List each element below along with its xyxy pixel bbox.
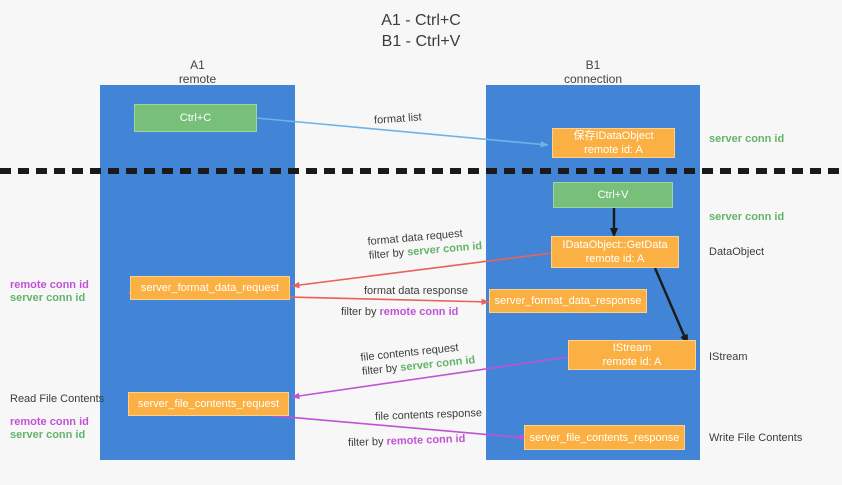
annotation-right-server-conn-id-1: server conn id — [709, 133, 785, 145]
column-a1-name: A1 — [190, 58, 205, 72]
node-save-idataobject-line1: 保存IDataObject — [573, 130, 654, 142]
node-server-format-data-request[interactable]: server_format_data_request — [130, 276, 290, 300]
edge-label-file-contents-response: file contents response — [375, 406, 482, 424]
node-ctrl-v[interactable]: Ctrl+V — [553, 182, 673, 208]
node-server-file-contents-response-label: server_file_contents_response — [529, 431, 680, 444]
edge-label-fdreq-prefix: filter by — [368, 246, 408, 262]
node-server-file-contents-response[interactable]: server_file_contents_response — [524, 425, 685, 450]
node-server-file-contents-request-label: server_file_contents_request — [137, 398, 280, 410]
annotation-left-remote-conn-id-2: remote conn id — [10, 416, 89, 428]
edge-label-format-data-request: format data request filter by server con… — [367, 225, 483, 263]
node-server-format-data-response-label: server_format_data_response — [494, 295, 642, 307]
node-istream-line1: IStream — [612, 342, 652, 354]
node-getdata-line1: IDataObject::GetData — [562, 239, 668, 251]
edge-label-format-list-line1: format list — [373, 111, 423, 127]
node-server-format-data-response[interactable]: server_format_data_response — [489, 289, 647, 313]
node-ctrl-c-label: Ctrl+C — [179, 112, 212, 124]
edge-label-fcresp-colored: remote conn id — [386, 432, 466, 448]
edge-label-format-data-response: format data response — [364, 284, 468, 298]
node-istream[interactable]: IStream remote id: A — [568, 340, 696, 370]
column-b1-name: B1 — [585, 58, 601, 72]
node-save-idataobject-line2: remote id: A — [584, 144, 643, 156]
edge-label-file-contents-response-line1: file contents response — [374, 407, 483, 423]
edge-label-fcresp-prefix: filter by — [347, 435, 387, 450]
node-idataobject-getdata[interactable]: IDataObject::GetData remote id: A — [551, 236, 679, 268]
column-a1-sub: remote — [178, 72, 217, 86]
node-ctrl-v-label: Ctrl+V — [597, 189, 629, 201]
annotation-right-server-conn-id-2: server conn id — [709, 211, 785, 223]
edge-label-fcreq-prefix: filter by — [361, 361, 401, 378]
edge-label-format-data-response-line1: format data response — [364, 285, 468, 297]
node-server-file-contents-request[interactable]: server_file_contents_request — [128, 392, 289, 416]
edge-label-file-contents-response-filter: filter by remote conn id — [348, 432, 466, 450]
annotation-left-read-file-contents: Read File Contents — [10, 393, 105, 405]
node-istream-line2: remote id: A — [602, 356, 662, 368]
annotation-left-remote-conn-id-1: remote conn id — [10, 279, 89, 291]
node-save-idataobject[interactable]: 保存IDataObject remote id: A — [552, 128, 675, 158]
title-line-2: B1 - Ctrl+V — [381, 33, 461, 50]
annotation-left-server-conn-id-2: server conn id — [10, 429, 86, 441]
edge-label-file-contents-request: file contents request filter by server c… — [360, 339, 476, 379]
column-header-b1: B1 connection — [486, 58, 700, 86]
page-title: A1 - Ctrl+C B1 - Ctrl+V — [0, 10, 842, 52]
node-ctrl-c[interactable]: Ctrl+C — [134, 104, 257, 132]
phase-separator — [0, 168, 842, 174]
annotation-left-server-conn-id-1: server conn id — [10, 292, 86, 304]
annotation-right-write-file-contents: Write File Contents — [709, 432, 803, 444]
edge-label-format-data-response-filter: filter by remote conn id — [341, 305, 458, 319]
annotation-right-dataobject: DataObject — [709, 246, 765, 258]
title-line-1: A1 - Ctrl+C — [381, 12, 461, 29]
column-b1-sub: connection — [563, 72, 623, 86]
edge-label-fdresp-colored: remote conn id — [379, 306, 459, 318]
edge-label-fdresp-prefix: filter by — [341, 306, 380, 318]
node-getdata-line2: remote id: A — [585, 253, 645, 265]
node-server-format-data-request-label: server_format_data_request — [140, 282, 280, 294]
annotation-right-istream: IStream — [709, 351, 748, 363]
edge-label-format-list: format list — [374, 110, 423, 127]
column-header-a1: A1 remote — [100, 58, 295, 86]
